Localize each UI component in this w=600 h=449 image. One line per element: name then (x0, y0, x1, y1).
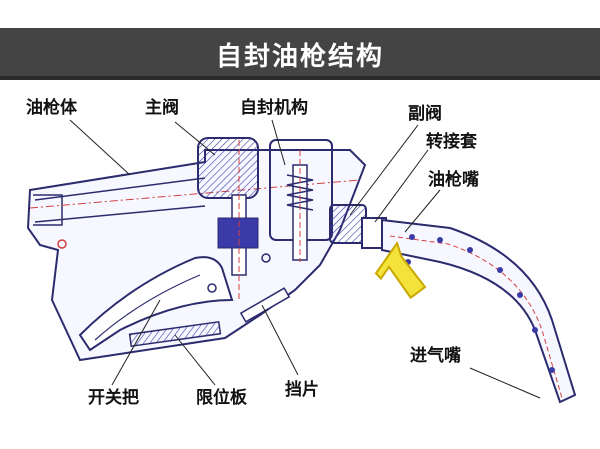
barrel-mouth (33, 194, 63, 226)
title-bar: 自封油枪结构 (0, 28, 600, 80)
self-seal-spring (286, 174, 314, 211)
label-spout: 油枪嘴 (428, 170, 479, 190)
label-adapter-sleeve: 转接套 (426, 132, 477, 152)
page-title: 自封油枪结构 (215, 42, 384, 72)
leader-main-valve (174, 121, 216, 156)
main-valve-body (197, 137, 259, 199)
leader-stop-piece (261, 304, 299, 376)
air-inlet-tube (389, 235, 563, 399)
leader-nozzle-body (69, 119, 131, 176)
spout-outline (381, 218, 577, 404)
leader-secondary-valve (349, 124, 419, 216)
label-lever: 开关把 (88, 388, 139, 408)
barrel-inner (34, 177, 206, 223)
leader-lever (111, 299, 161, 386)
leader-air-inlet (469, 367, 541, 399)
label-limit-plate: 限位板 (196, 388, 247, 408)
leader-spout (404, 189, 441, 233)
stop-piece (239, 287, 291, 323)
secondary-valve (329, 204, 367, 244)
leader-limit-plate (174, 334, 216, 386)
label-air-inlet-tube: 进气嘴 (410, 346, 461, 366)
label-self-seal-mechanism: 自封机构 (240, 98, 308, 118)
label-stop-piece: 挡片 (285, 380, 319, 400)
leader-adapter-sleeve (374, 149, 429, 223)
lever-inner (94, 274, 201, 341)
indicator-arrow (374, 240, 427, 300)
label-main-valve: 主阀 (145, 98, 179, 118)
leader-self-seal (271, 119, 286, 166)
limit-plate (128, 320, 222, 348)
main-valve-seat (217, 217, 259, 249)
label-nozzle-body: 油枪体 (26, 98, 77, 118)
lever-handle (78, 256, 234, 352)
label-secondary-valve: 副阀 (408, 104, 442, 124)
